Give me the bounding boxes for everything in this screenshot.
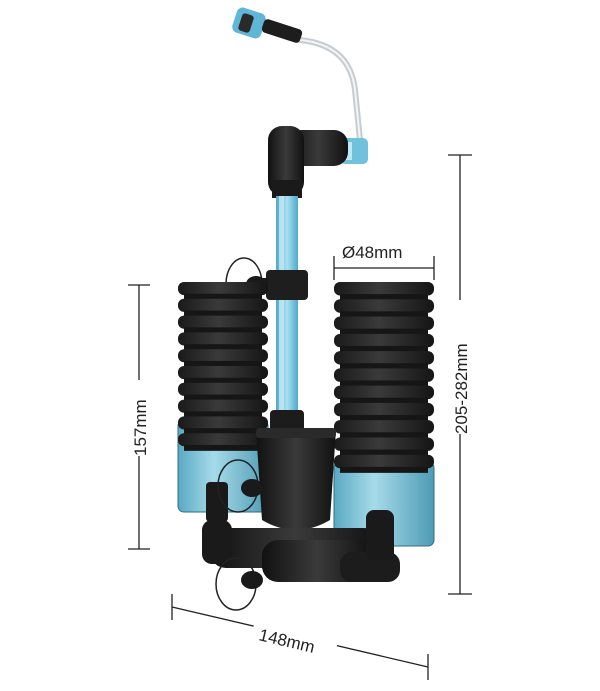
sponge-groove — [340, 432, 428, 439]
sponge-groove — [184, 428, 262, 435]
diameter-dimension: Ø48mm — [333, 243, 435, 280]
sponge-height-label: 157mm — [131, 399, 150, 456]
sponge-ring — [334, 282, 434, 296]
total-width-dimension: 148mm — [171, 594, 429, 680]
base-manifold — [202, 482, 400, 582]
left-sponge — [177, 282, 269, 513]
sponge-groove — [184, 360, 262, 367]
sponge-ring — [178, 433, 268, 447]
sponge-ring — [334, 420, 434, 434]
sponge-ring — [178, 399, 268, 413]
sponge-ring — [178, 382, 268, 396]
sponge-ring — [178, 282, 268, 296]
sponge-ring — [178, 315, 268, 329]
suction-cup-middle — [217, 459, 263, 513]
outlet-elbow — [268, 126, 348, 198]
sponge-ring — [178, 366, 268, 380]
sponge-ring — [334, 385, 434, 400]
sponge-groove — [184, 377, 262, 384]
total-height-dimension: 205-282mm — [448, 154, 473, 595]
sponge-ring — [334, 333, 434, 348]
sponge-groove — [184, 293, 262, 300]
diameter-label: Ø48mm — [342, 243, 402, 262]
total-height-label: 205-282mm — [452, 343, 471, 434]
right-sponge — [333, 282, 435, 547]
sponge-groove — [340, 294, 428, 301]
sponge-groove — [184, 344, 262, 351]
center-housing — [256, 410, 336, 530]
tube-clamp — [266, 270, 308, 300]
sponge-groove — [184, 310, 262, 317]
sponge-ring — [178, 416, 268, 430]
sponge-ring — [178, 349, 268, 363]
sponge-ring — [334, 454, 434, 469]
sponge-ring — [334, 299, 434, 313]
sponge-groove — [340, 328, 428, 335]
sponge-ring — [178, 332, 268, 346]
sponge-groove — [340, 415, 428, 422]
sponge-groove — [340, 466, 428, 473]
sponge-ring — [334, 368, 434, 382]
sponge-groove — [184, 444, 262, 451]
sponge-groove — [340, 380, 428, 387]
sponge-ring — [334, 351, 434, 365]
sponge-groove — [184, 394, 262, 401]
sponge-height-dimension: 157mm — [128, 284, 152, 550]
sponge-ring — [178, 298, 268, 312]
sponge-groove — [340, 449, 428, 456]
sponge-groove — [340, 363, 428, 370]
sponge-groove — [340, 345, 428, 352]
sponge-groove — [184, 411, 262, 418]
suction-cup-lower — [215, 557, 263, 611]
sponge-groove — [340, 311, 428, 318]
air-line — [297, 37, 363, 143]
sponge-ring — [334, 437, 434, 451]
lift-tube — [276, 196, 298, 422]
sponge-ring — [334, 402, 434, 417]
sponge-groove — [340, 397, 428, 404]
sponge-ring — [334, 316, 434, 331]
sponge-groove — [184, 327, 262, 334]
air-valve — [232, 7, 303, 43]
